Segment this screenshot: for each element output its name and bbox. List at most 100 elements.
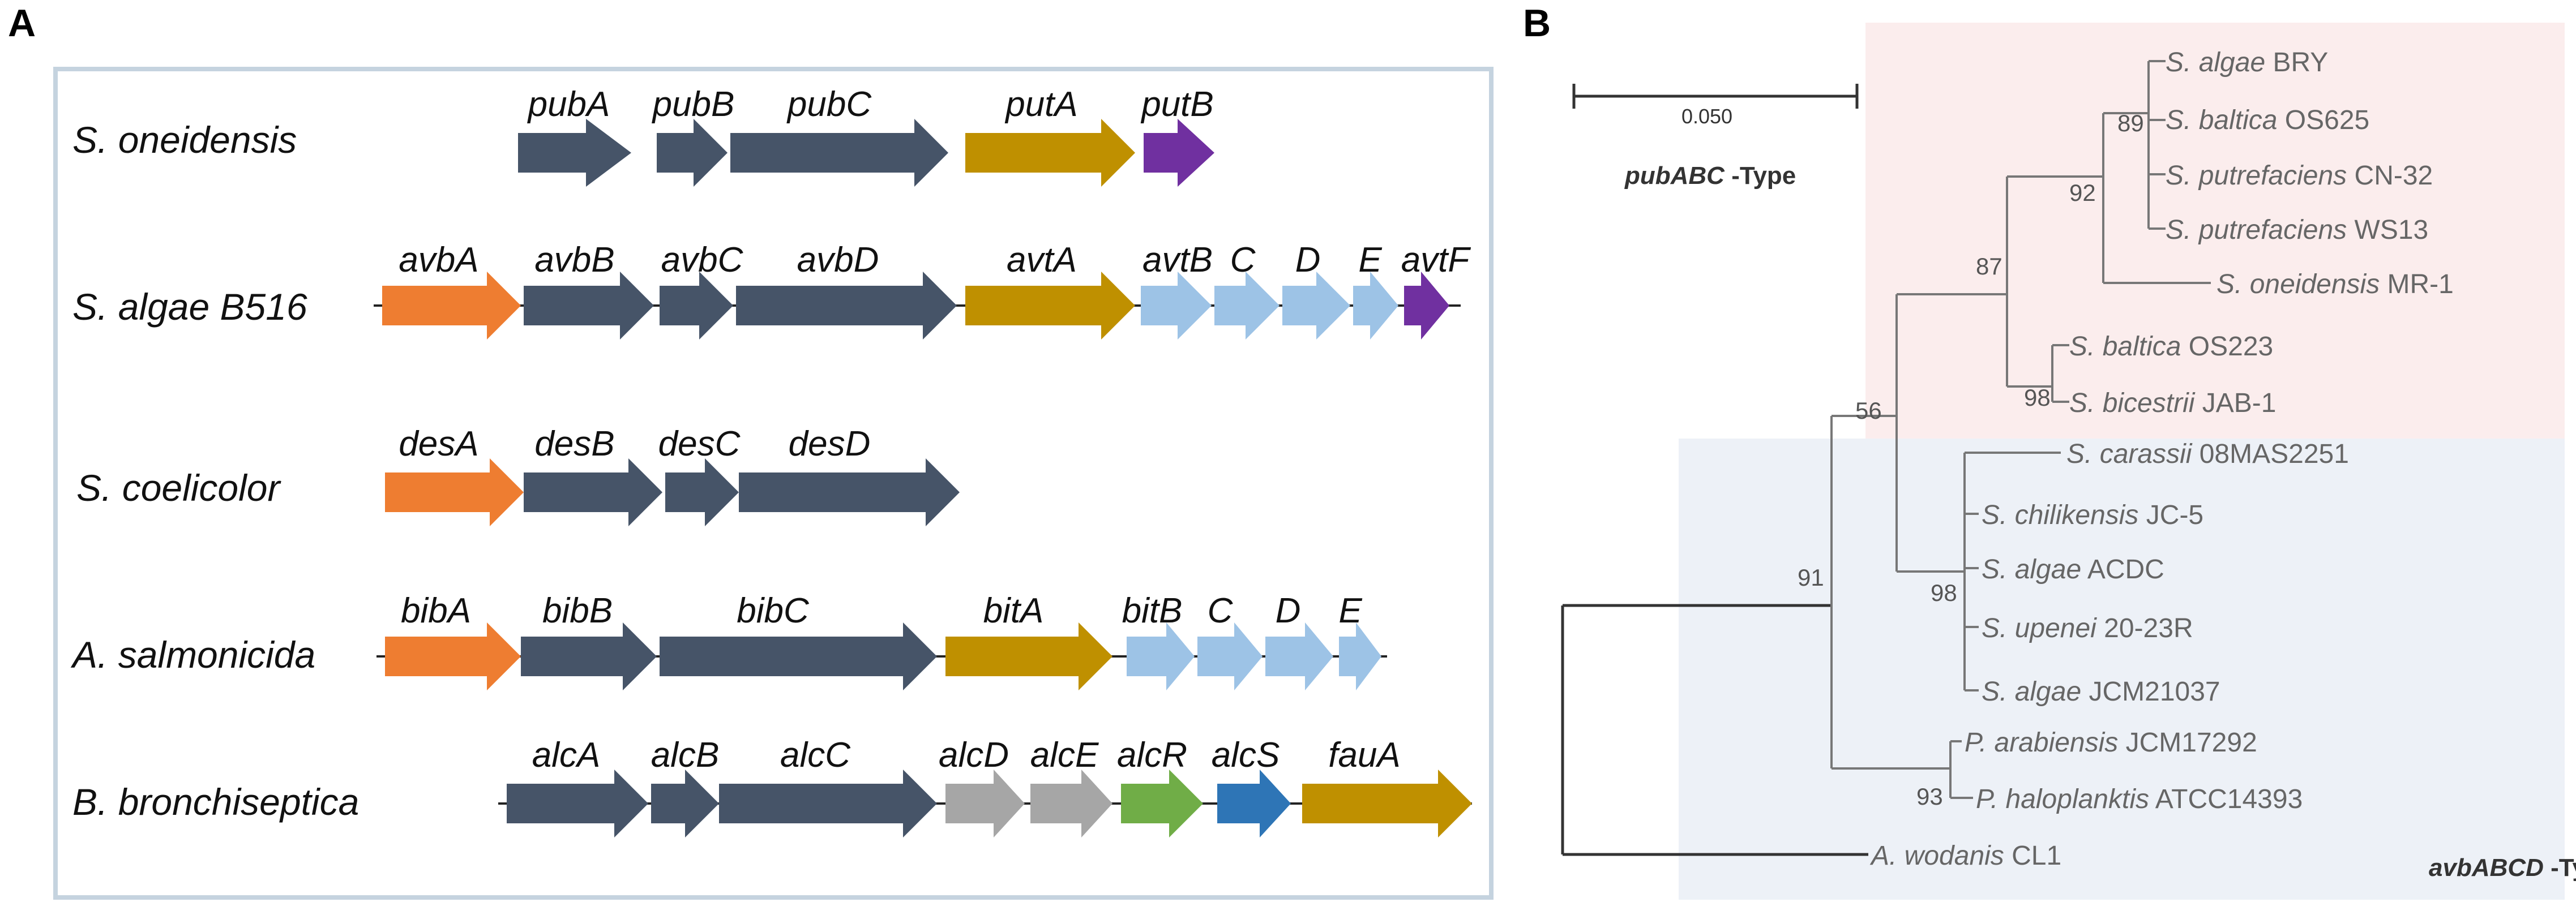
- bootstrap-value: 56: [1855, 397, 1882, 424]
- gene-label: bitB: [1122, 591, 1183, 630]
- avbabcd-type-region: [1679, 439, 2565, 900]
- gene-label: C: [1208, 591, 1234, 630]
- gene-arrow-shape: [739, 458, 960, 526]
- gene-arrow-avtD: D: [1282, 240, 1350, 340]
- gene-arrow-shape: [1144, 119, 1214, 187]
- gene-arrow-desD: desD: [739, 424, 960, 526]
- gene-arrow-shape: [507, 770, 648, 837]
- organism-label: A. salmonicida: [70, 634, 315, 676]
- gene-label: putB: [1140, 85, 1214, 124]
- gene-arrow-pubC: pubC: [730, 85, 948, 187]
- gene-arrow-bitE: E: [1338, 591, 1381, 690]
- gene-arrow-alcB: alcB: [651, 736, 720, 837]
- gene-arrow-shape: [385, 622, 521, 690]
- gene-arrow-shape: [945, 770, 1025, 837]
- organism-label: B. bronchiseptica: [72, 781, 359, 823]
- gene-arrow-shape: [965, 272, 1135, 340]
- pubabc-type-italic: pubABC: [1624, 162, 1725, 190]
- gene-arrow-shape: [1265, 622, 1333, 690]
- gene-cluster-s-algae-b516: S. algae B516 avbA avbB avbC avbD avtA a…: [72, 240, 1471, 340]
- taxon-label: S. baltica OS625: [2166, 105, 2369, 135]
- avbabcd-type-suffix: -Type: [2544, 854, 2576, 882]
- gene-arrow-shape: [660, 622, 937, 690]
- bootstrap-value: 91: [1798, 564, 1824, 591]
- gene-label: avtA: [1007, 240, 1077, 280]
- gene-arrow-shape: [1353, 272, 1398, 340]
- taxon-label: S. chilikensis JC-5: [1982, 500, 2203, 530]
- gene-label: desD: [789, 424, 871, 463]
- gene-label: alcC: [780, 736, 851, 775]
- gene-arrow-shape: [736, 272, 957, 340]
- gene-arrow-avtB: avtB: [1141, 240, 1213, 340]
- gene-label: desA: [399, 424, 478, 463]
- gene-arrow-fauA: fauA: [1302, 736, 1472, 837]
- gene-arrow-avtF: avtF: [1401, 240, 1471, 340]
- branch-node-87: [1897, 177, 2008, 386]
- avbabcd-type-italic: avbABCD: [2429, 854, 2544, 882]
- gene-label: alcR: [1117, 736, 1187, 775]
- gene-arrow-pubB: pubB: [652, 85, 735, 187]
- gene-arrow-pubA: pubA: [518, 85, 631, 187]
- taxon-label: S. oneidensis MR-1: [2216, 269, 2454, 299]
- gene-arrow-shape: [665, 458, 739, 526]
- gene-arrow-shape: [1217, 770, 1291, 837]
- gene-label: alcB: [651, 736, 720, 775]
- bootstrap-value: 87: [1976, 253, 2002, 280]
- gene-arrow-alcR: alcR: [1117, 736, 1203, 837]
- taxon-label: S. algae JCM21037: [1982, 677, 2220, 707]
- gene-cluster-b-bronchiseptica: B. bronchiseptica alcA alcB alcC alcD al…: [72, 736, 1472, 837]
- gene-arrow-avbC: avbC: [660, 240, 744, 340]
- gene-arrow-bibA: bibA: [385, 591, 521, 690]
- gene-arrow-alcE: alcE: [1030, 736, 1112, 837]
- gene-arrow-shape: [1339, 622, 1381, 690]
- gene-arrow-shape: [1121, 770, 1203, 837]
- gene-arrow-putA: putA: [965, 85, 1135, 187]
- gene-arrow-bitC: C: [1197, 591, 1263, 690]
- gene-arrow-bibB: bibB: [521, 591, 657, 690]
- branch-node-89: [2103, 61, 2150, 229]
- gene-arrow-avtA: avtA: [965, 240, 1135, 340]
- branch-node-98a: [2007, 344, 2069, 403]
- gene-label: avbC: [661, 240, 744, 280]
- gene-label: desB: [534, 424, 614, 463]
- pubabc-type-label: pubABC -Type: [1624, 162, 1796, 190]
- panel-a-gene-clusters: S. oneidensis pubA pubB pubC putA putB S…: [53, 67, 1494, 900]
- gene-arrow-shape: [1127, 622, 1195, 690]
- bootstrap-value: 93: [1916, 783, 1943, 810]
- branch-node-93: [1949, 740, 1973, 799]
- gene-label: bibA: [401, 591, 471, 630]
- gene-arrow-shape: [1404, 272, 1449, 340]
- gene-arrow-avbA: avbA: [382, 240, 521, 340]
- gene-arrow-alcS: alcS: [1212, 736, 1291, 837]
- tree-taxa: S. algae BRY S. baltica OS625 S. putrefa…: [1869, 48, 2454, 871]
- taxon-label: A. wodanis CL1: [1869, 841, 2061, 871]
- gene-arrow-bitD: D: [1265, 591, 1333, 690]
- gene-arrow-desB: desB: [524, 424, 662, 526]
- gene-arrow-shape: [385, 458, 524, 526]
- gene-label: pubA: [527, 85, 610, 124]
- gene-label: bibC: [737, 591, 810, 630]
- organism-label: S. algae B516: [72, 286, 307, 328]
- bootstrap-value: 92: [2069, 179, 2096, 206]
- gene-arrow-shape: [524, 272, 654, 340]
- gene-arrow-shape: [524, 458, 662, 526]
- pubabc-type-suffix: -Type: [1725, 162, 1796, 190]
- gene-arrow-shape: [521, 622, 657, 690]
- gene-arrow-shape: [1214, 272, 1280, 340]
- gene-label: pubB: [652, 85, 735, 124]
- gene-arrow-alcA: alcA: [507, 736, 648, 837]
- gene-cluster-a-salmonicida: A. salmonicida bibA bibB bibC bitA bitB …: [70, 591, 1387, 690]
- scale-bar-label: 0.050: [1681, 105, 1732, 128]
- taxon-label: S. baltica OS223: [2069, 332, 2273, 362]
- bootstrap-value: 98: [2024, 384, 2051, 411]
- gene-cluster-s-oneidensis: S. oneidensis pubA pubB pubC putA putB: [72, 85, 1214, 187]
- gene-label: avbA: [399, 240, 478, 280]
- gene-arrow-avtC: C: [1214, 240, 1280, 340]
- gene-label: bitA: [983, 591, 1044, 630]
- gene-arrow-shape: [1030, 770, 1112, 837]
- gene-arrow-avbB: avbB: [524, 240, 654, 340]
- branch-node-56: [1832, 294, 1965, 573]
- gene-arrow-shape: [1141, 272, 1212, 340]
- gene-label: avbB: [534, 240, 614, 280]
